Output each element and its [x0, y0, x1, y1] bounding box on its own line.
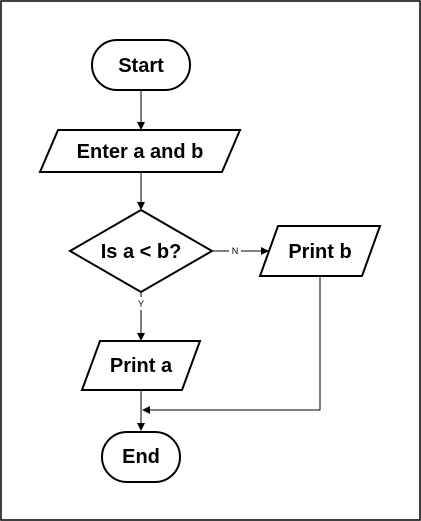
input-node [38, 129, 242, 173]
print-b-node [258, 225, 382, 277]
input-node-label: Enter a and b [77, 141, 204, 163]
decision-node [68, 208, 214, 294]
decision-node-label: Is a < b? [101, 241, 182, 263]
edge-no-label-bg [229, 244, 241, 257]
edge-no-label: N [232, 246, 239, 256]
print-a-node-label: Print a [110, 355, 173, 377]
edge-yes-label: Y [138, 299, 144, 309]
start-node-label: Start [118, 55, 164, 77]
print-b-node-label: Print b [288, 241, 351, 263]
edge-printb-to-end [142, 276, 321, 414]
print-a-node [80, 340, 202, 391]
end-node [101, 431, 181, 483]
edge-yes-label-bg [135, 297, 147, 310]
end-node-label: End [122, 446, 160, 468]
start-node [91, 39, 191, 91]
